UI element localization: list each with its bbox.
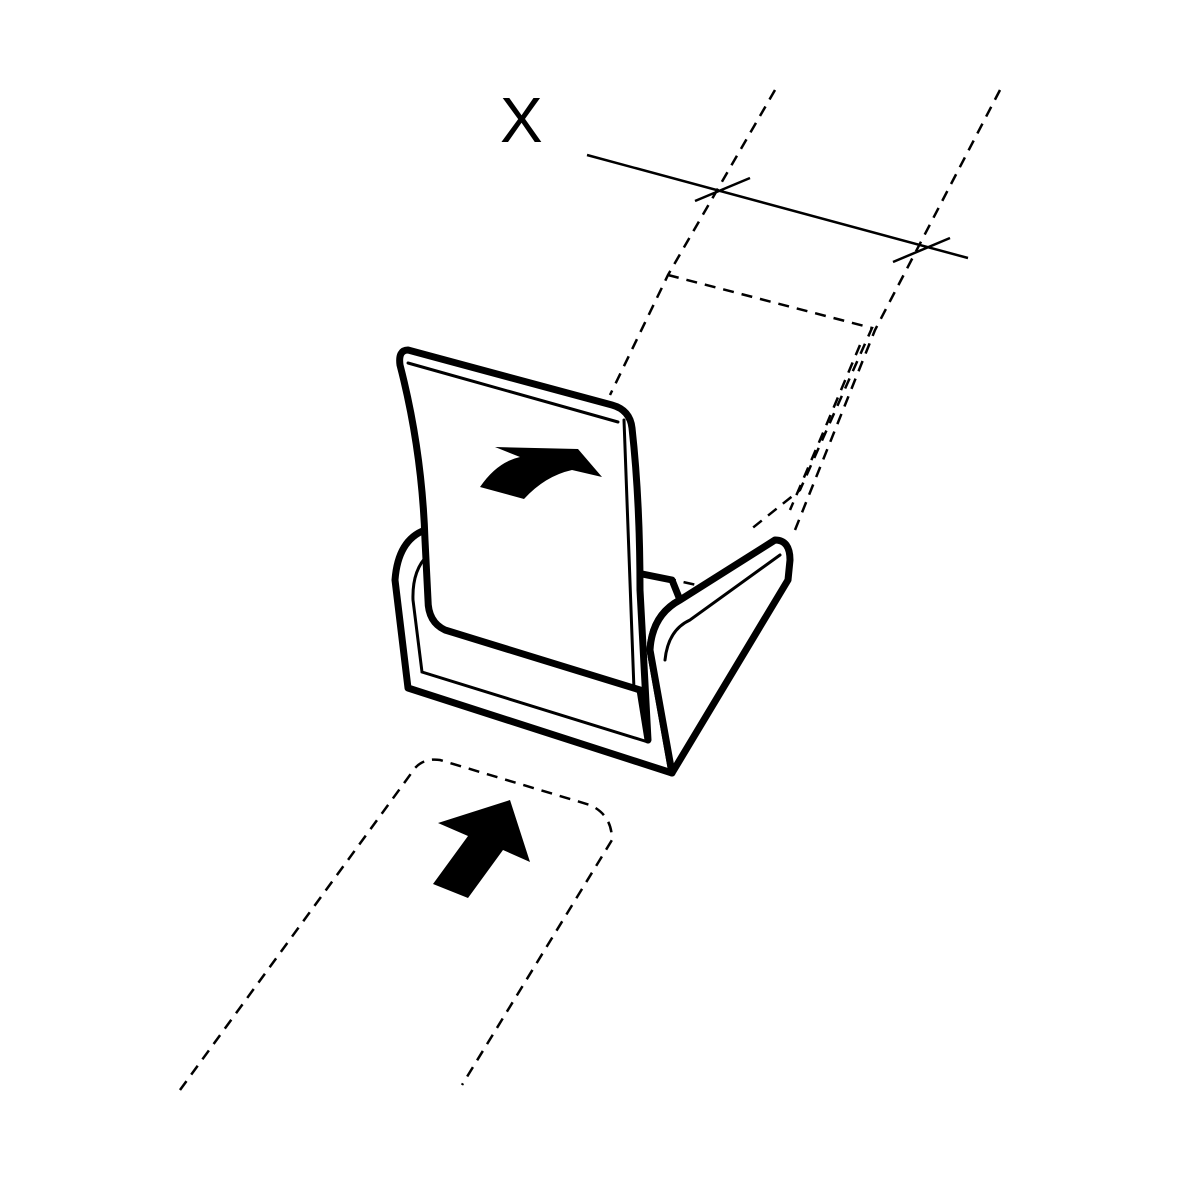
curved-arrow-icon — [480, 447, 602, 499]
paper-sheet — [396, 346, 652, 744]
feed-arrow-icon — [433, 800, 530, 898]
paper-path-outlet — [608, 89, 1002, 590]
holder-right-wing — [646, 536, 794, 777]
dimension-line — [586, 153, 969, 264]
paper-path-inlet — [178, 758, 614, 1091]
dimension-label: X — [500, 84, 543, 156]
